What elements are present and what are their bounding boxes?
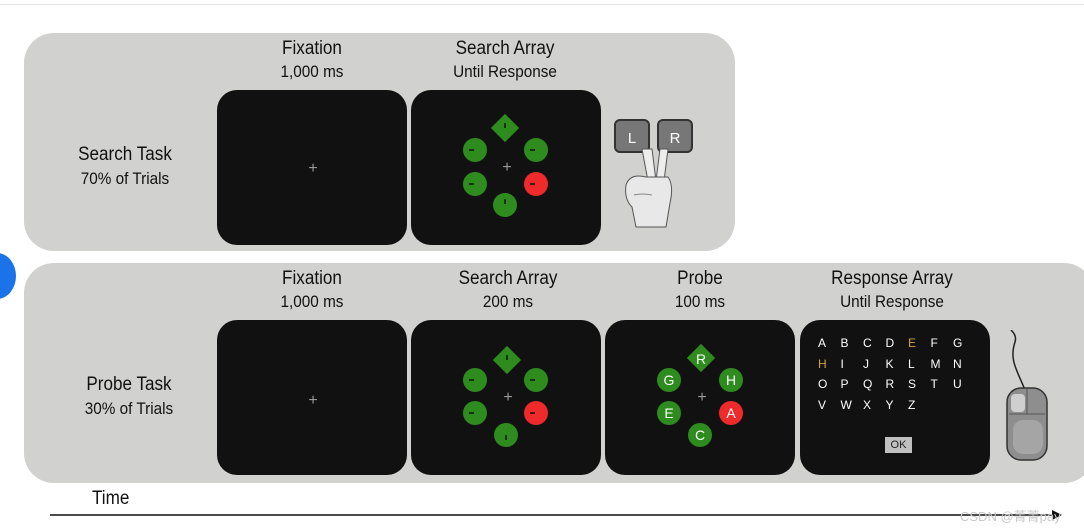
response-letter[interactable]: G <box>953 336 976 357</box>
response-letter[interactable]: R <box>886 377 909 398</box>
green-circle-stimulus <box>463 401 487 425</box>
search-array-stimuli: + <box>411 90 601 245</box>
response-letter[interactable]: U <box>953 377 976 398</box>
right-key-label: R <box>670 130 681 147</box>
probe-letter: R <box>696 351 706 367</box>
response-letter[interactable]: X <box>863 398 886 419</box>
response-letter[interactable]: F <box>931 336 954 357</box>
probe-array-title: Search Array <box>427 267 589 291</box>
response-letter[interactable]: S <box>908 377 931 398</box>
search-array-title: Search Array <box>424 37 586 61</box>
probe-screen: R G H E A C + <box>605 320 795 475</box>
fixation-cross: + <box>308 160 317 177</box>
probe-array-duration: 200 ms <box>427 291 589 313</box>
probe-task-label: Probe Task 30% of Trials <box>71 373 188 421</box>
response-letter[interactable]: Z <box>908 398 931 419</box>
response-letter[interactable]: W <box>841 398 864 419</box>
search-task-label: Search Task 70% of Trials <box>67 143 184 191</box>
search-fixation-screen: + <box>217 90 407 245</box>
probe-task-name: Probe Task <box>71 373 188 397</box>
response-letter[interactable]: J <box>863 357 886 378</box>
response-array-title: Response Array <box>811 267 973 291</box>
red-target-stimulus <box>524 172 548 196</box>
fixation-cross: + <box>503 389 512 406</box>
search-fixation-duration: 1,000 ms <box>240 61 384 83</box>
response-letter[interactable]: P <box>841 377 864 398</box>
probe-array-heading: Search Array 200 ms <box>427 267 589 313</box>
response-letter[interactable]: C <box>863 336 886 357</box>
probe-letter: G <box>664 372 675 388</box>
watermark: CSDN @菁菁pay <box>960 506 1061 525</box>
search-fixation-heading: Fixation 1,000 ms <box>240 37 384 83</box>
probe-task-trials: 30% of Trials <box>71 397 188 421</box>
response-letter[interactable]: M <box>931 357 954 378</box>
search-array-heading: Search Array Until Response <box>424 37 586 83</box>
probe-heading: Probe 100 ms <box>628 267 772 313</box>
green-circle-stimulus <box>463 368 487 392</box>
probe-search-array-screen: + <box>411 320 601 475</box>
response-array-heading: Response Array Until Response <box>811 267 973 313</box>
fixation-cross: + <box>308 392 317 409</box>
search-array-screen: + <box>411 90 601 245</box>
probe-title: Probe <box>628 267 772 291</box>
top-divider <box>0 4 1084 5</box>
search-task-name: Search Task <box>67 143 184 167</box>
response-letter[interactable]: O <box>818 377 841 398</box>
response-letter[interactable]: Q <box>863 377 886 398</box>
response-letter[interactable]: I <box>841 357 864 378</box>
response-letter[interactable]: Y <box>886 398 909 419</box>
side-bubble[interactable] <box>0 253 16 299</box>
green-circle-stimulus <box>524 138 548 162</box>
probe-fixation-duration: 1,000 ms <box>240 291 384 313</box>
green-circle-stimulus <box>463 172 487 196</box>
probe-fixation-title: Fixation <box>240 267 384 291</box>
probe-duration: 100 ms <box>628 291 772 313</box>
search-array-duration: Until Response <box>424 61 586 83</box>
response-letter[interactable]: B <box>841 336 864 357</box>
red-target-stimulus <box>524 401 548 425</box>
time-axis-arrow <box>50 506 1070 520</box>
left-key-label: L <box>628 130 636 147</box>
response-letter[interactable]: K <box>886 357 909 378</box>
response-letter[interactable]: N <box>953 357 976 378</box>
search-fixation-title: Fixation <box>240 37 384 61</box>
response-letter[interactable]: L <box>908 357 931 378</box>
search-task-trials: 70% of Trials <box>67 167 184 191</box>
green-circle-stimulus <box>493 193 517 217</box>
green-circle-stimulus <box>524 368 548 392</box>
response-letter[interactable]: A <box>818 336 841 357</box>
hand-pressing-keys-icon: L R <box>612 115 702 233</box>
probe-letter: C <box>695 427 705 443</box>
response-letter[interactable]: E <box>908 336 931 357</box>
green-circle-stimulus <box>463 138 487 162</box>
probe-search-array-stimuli: + <box>411 320 601 475</box>
probe-stimuli: R G H E A C + <box>605 320 795 475</box>
fixation-cross: + <box>502 159 511 176</box>
response-letter[interactable]: D <box>886 336 909 357</box>
probe-fixation-heading: Fixation 1,000 ms <box>240 267 384 313</box>
fixation-cross: + <box>697 389 706 406</box>
response-letter[interactable]: H <box>818 357 841 378</box>
probe-letter: E <box>664 405 673 421</box>
probe-fixation-screen: + <box>217 320 407 475</box>
response-letter[interactable]: V <box>818 398 841 419</box>
probe-letter: A <box>726 405 736 421</box>
ok-button[interactable]: OK <box>885 437 912 453</box>
response-letter[interactable]: T <box>931 377 954 398</box>
response-array-duration: Until Response <box>811 291 973 313</box>
probe-letter: H <box>726 372 736 388</box>
computer-mouse-icon <box>1003 330 1053 464</box>
